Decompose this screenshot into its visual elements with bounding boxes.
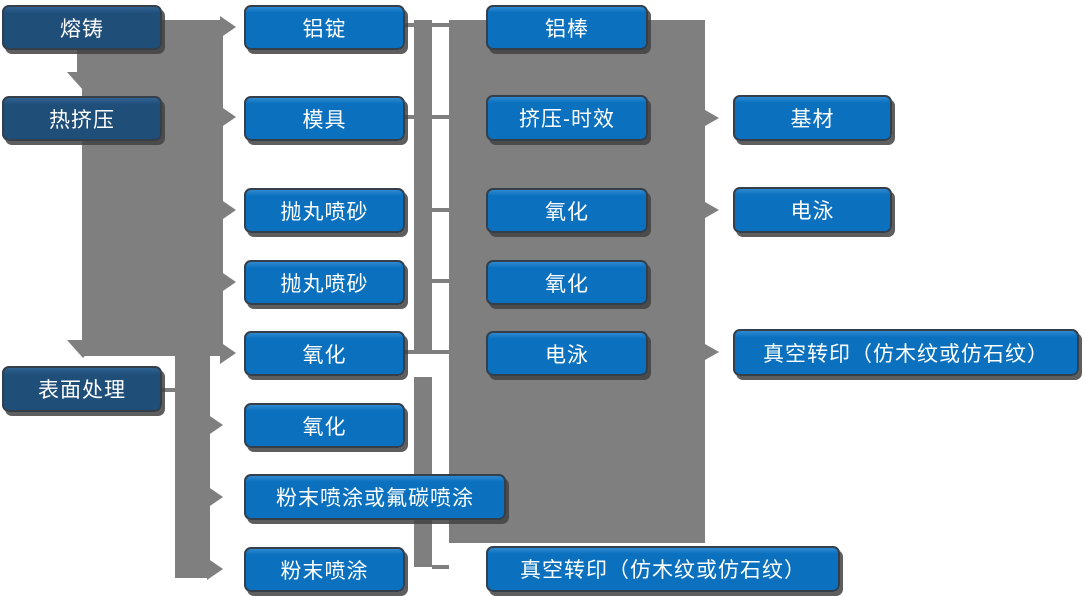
connector-surface-treatment-link — [162, 388, 177, 392]
node-vacuum-transfer-1: 真空转印（仿木纹或仿石纹） — [486, 546, 840, 592]
tick-shot-blasting-1 — [432, 208, 449, 212]
node-powder-coating: 粉末喷涂 — [244, 547, 405, 592]
node-oxidation-4: 氧化 — [486, 260, 648, 305]
node-oxidation-2: 氧化 — [244, 403, 405, 448]
node-oxidation-3-label: 氧化 — [545, 200, 589, 224]
node-oxidation-4-label: 氧化 — [545, 272, 589, 296]
arrow-down-to-surface-treatment-icon — [67, 340, 99, 358]
node-electrophoresis-1: 电泳 — [486, 331, 648, 376]
arrow-right-to-oxidation-1-icon — [220, 342, 236, 364]
arrow-right-to-shot-blasting-1-icon — [220, 199, 236, 221]
node-hot-extrusion: 热挤压 — [2, 96, 162, 141]
node-oxidation-1: 氧化 — [244, 331, 405, 376]
node-vacuum-transfer-2-label: 真空转印（仿木纹或仿石纹） — [763, 342, 1049, 366]
arrow-right-to-powder-fluorocarbon-icon — [207, 486, 223, 508]
node-oxidation-2-label: 氧化 — [302, 415, 347, 439]
node-extrusion-aging-label: 挤压-时效 — [519, 108, 615, 131]
node-powder-or-fluorocarbon: 粉末喷涂或氟碳喷涂 — [244, 474, 506, 520]
node-aluminum-rod: 铝棒 — [486, 5, 648, 50]
node-shot-blasting-1-label: 抛丸喷砂 — [280, 200, 369, 224]
tick-oxidation-1 — [405, 350, 449, 354]
connector-mid-bar-upper — [414, 20, 432, 352]
arrow-right-to-base-material-icon — [705, 110, 719, 126]
node-electrophoresis-1-label: 电泳 — [545, 343, 589, 367]
node-electrophoresis-2-label: 电泳 — [790, 200, 835, 223]
tick-mold — [405, 115, 449, 119]
arrow-right-to-electrophoresis-2-icon — [705, 202, 719, 218]
node-surface-treatment: 表面处理 — [2, 366, 162, 412]
node-powder-or-fluorocarbon-label: 粉末喷涂或氟碳喷涂 — [276, 487, 474, 510]
node-surface-treatment-label: 表面处理 — [38, 379, 126, 402]
arrow-down-melt-to-extrusion-icon — [67, 72, 99, 90]
node-oxidation-3: 氧化 — [486, 188, 648, 233]
node-mold: 模具 — [244, 96, 405, 141]
connector-band-lower-left — [175, 356, 210, 578]
node-electrophoresis-2: 电泳 — [733, 187, 892, 233]
node-mold-label: 模具 — [302, 108, 347, 132]
node-vacuum-transfer-1-label: 真空转印（仿木纹或仿石纹） — [520, 559, 806, 582]
node-shot-blasting-2-label: 抛丸喷砂 — [280, 272, 369, 296]
node-powder-coating-label: 粉末喷涂 — [280, 559, 369, 583]
arrow-right-to-powder-coating-icon — [207, 558, 223, 580]
arrow-right-to-shot-blasting-2-icon — [220, 271, 236, 293]
arrow-right-to-vacuum-transfer-2-icon — [705, 344, 719, 360]
node-shot-blasting-2: 抛丸喷砂 — [244, 260, 405, 305]
node-aluminum-rod-label: 铝棒 — [545, 17, 589, 41]
arrow-stem-melt-to-extrusion — [77, 50, 89, 76]
arrow-right-to-oxidation-2-icon — [207, 414, 223, 436]
tick-powder-coating — [432, 565, 449, 569]
tick-aluminum-ingot — [405, 23, 449, 27]
node-hot-extrusion-label: 热挤压 — [49, 108, 115, 132]
node-extrusion-aging: 挤压-时效 — [486, 95, 648, 141]
node-base-material: 基材 — [733, 95, 892, 141]
node-aluminum-ingot-label: 铝锭 — [302, 17, 347, 41]
node-base-material-label: 基材 — [790, 108, 835, 131]
connector-band-left — [82, 20, 223, 356]
arrow-right-to-aluminum-ingot-icon — [220, 16, 236, 38]
node-aluminum-ingot: 铝锭 — [244, 5, 405, 50]
node-melt-casting-label: 熔铸 — [60, 17, 104, 41]
arrow-right-to-mold-icon — [220, 106, 236, 128]
node-melt-casting: 熔铸 — [2, 5, 162, 50]
node-vacuum-transfer-2: 真空转印（仿木纹或仿石纹） — [733, 329, 1079, 376]
node-oxidation-1-label: 氧化 — [302, 343, 347, 367]
tick-shot-blasting-2 — [432, 279, 449, 283]
node-shot-blasting-1: 抛丸喷砂 — [244, 188, 405, 233]
connector-mid-bar-lower — [414, 377, 432, 567]
